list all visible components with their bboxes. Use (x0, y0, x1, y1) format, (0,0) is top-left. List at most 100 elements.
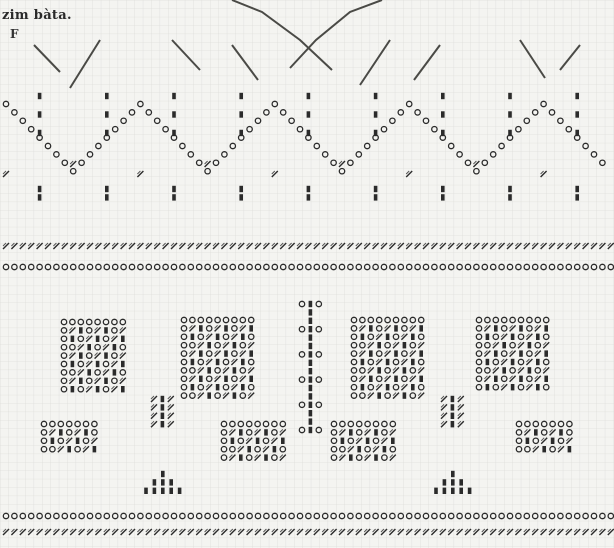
bar-stitch (451, 404, 455, 410)
bar-stitch (105, 186, 109, 192)
bar-stitch (38, 194, 42, 200)
bar-stitch (71, 386, 75, 392)
corner-mark: F (10, 27, 19, 41)
bar-stitch (451, 479, 455, 485)
bar-stitch (526, 438, 530, 444)
bar-stitch (441, 111, 445, 117)
bar-stitch (528, 367, 532, 373)
bar-stitch (341, 438, 345, 444)
bar-stitch (394, 325, 398, 331)
bar-stitch (451, 413, 455, 419)
bar-stitch (511, 384, 515, 390)
bar-stitch (486, 384, 490, 390)
bar-stitch (178, 488, 182, 494)
bar-stitch (153, 488, 157, 494)
bar-stitch (87, 369, 91, 375)
bar-stitch (96, 361, 100, 367)
bar-stitch (534, 429, 538, 435)
bar-stitch (79, 327, 83, 333)
bar-stitch (403, 367, 407, 373)
bar-stitch (231, 438, 235, 444)
bar-stitch (544, 350, 548, 356)
bar-stitch (105, 194, 109, 200)
bar-stitch (309, 368, 313, 374)
bar-stitch (104, 352, 108, 358)
bar-stitch (104, 327, 108, 333)
bar-stitch (105, 111, 109, 117)
bar-stitch (309, 309, 313, 315)
bar-stitch (451, 396, 455, 402)
bar-stitch (366, 438, 370, 444)
bar-stitch (394, 350, 398, 356)
bar-stitch (434, 488, 438, 494)
bar-stitch (281, 438, 285, 444)
bar-stitch (391, 438, 395, 444)
bar-stitch (374, 130, 378, 136)
bar-stitch (386, 359, 390, 365)
bar-stitch (494, 376, 498, 382)
bar-stitch (374, 429, 378, 435)
bar-stitch (161, 396, 165, 402)
bar-stitch (377, 392, 381, 398)
bar-stitch (411, 334, 415, 340)
bar-stitch (105, 130, 109, 136)
bar-stitch (51, 438, 55, 444)
bar-stitch (542, 446, 546, 452)
bar-stitch (121, 386, 125, 392)
bar-stitch (508, 111, 512, 117)
bar-stitch (224, 376, 228, 382)
bar-stitch (84, 429, 88, 435)
bar-stitch (93, 446, 97, 452)
bar-stitch (105, 93, 109, 99)
bar-stitch (113, 369, 117, 375)
bar-stitch (544, 325, 548, 331)
bar-stitch (199, 325, 203, 331)
bar-stitch (394, 376, 398, 382)
bar-stitch (357, 446, 361, 452)
bar-stitch (38, 186, 42, 192)
bar-stitch (486, 359, 490, 365)
bar-stitch (309, 360, 313, 366)
bar-stitch (191, 359, 195, 365)
bar-stitch (273, 446, 277, 452)
bar-stitch (511, 359, 515, 365)
bar-stitch (239, 454, 243, 460)
bar-stitch (191, 384, 195, 390)
bar-stitch (172, 130, 176, 136)
bar-stitch (369, 325, 373, 331)
bar-stitch (224, 325, 228, 331)
bar-stitch (96, 336, 100, 342)
bar-stitch (216, 384, 220, 390)
bar-stitch (239, 429, 243, 435)
bar-stitch (374, 186, 378, 192)
bar-stitch (161, 404, 165, 410)
bar-stitch (508, 130, 512, 136)
bar-stitch (374, 111, 378, 117)
bar-stitch (441, 194, 445, 200)
bar-stitch (121, 361, 125, 367)
bar-stitch (309, 410, 313, 416)
bar-stitch (309, 351, 313, 357)
bar-stitch (307, 93, 311, 99)
bar-stitch (307, 186, 311, 192)
bar-stitch (349, 454, 353, 460)
bar-stitch (71, 336, 75, 342)
bar-stitch (419, 350, 423, 356)
bar-stitch (309, 418, 313, 424)
bar-stitch (161, 421, 165, 427)
bar-stitch (233, 367, 237, 373)
bar-stitch (169, 479, 173, 485)
bar-stitch (544, 376, 548, 382)
bar-stitch (172, 111, 176, 117)
bar-stitch (494, 325, 498, 331)
bar-stitch (508, 186, 512, 192)
bar-stitch (172, 186, 176, 192)
bar-stitch (161, 479, 165, 485)
bar-stitch (575, 93, 579, 99)
bar-stitch (216, 359, 220, 365)
bar-stitch (508, 194, 512, 200)
bar-stitch (264, 429, 268, 435)
bar-stitch (247, 446, 251, 452)
bar-stitch (71, 361, 75, 367)
